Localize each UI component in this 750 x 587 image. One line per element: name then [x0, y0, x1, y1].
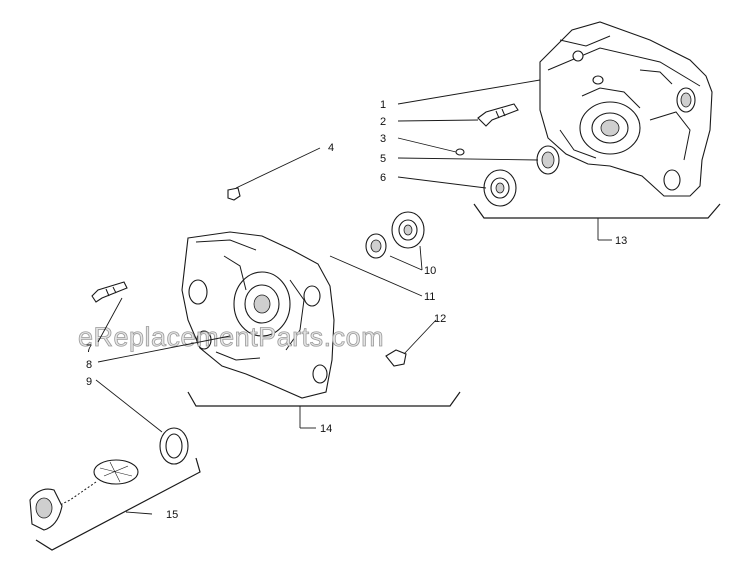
ring-part-9 [159, 427, 189, 465]
callout-15: 15 [166, 509, 178, 521]
right-crankcase-half [539, 21, 713, 197]
bracket-13 [473, 203, 721, 219]
leader-lines [95, 79, 612, 515]
callout-12: 12 [434, 313, 446, 325]
bearing-part-6 [483, 169, 517, 207]
watermark: eReplacementParts.com [78, 322, 384, 352]
pin-part-3 [455, 148, 465, 156]
bracket-14 [187, 391, 461, 407]
seal-part-11 [365, 233, 387, 259]
seal-part-5 [536, 145, 560, 175]
callout-10: 10 [424, 265, 436, 277]
callout-2: 2 [380, 116, 386, 128]
callout-13: 13 [615, 235, 627, 247]
left-crankcase-half [181, 231, 335, 399]
callout-14: 14 [320, 423, 332, 435]
bracket-15 [35, 457, 201, 551]
callout-labels: 1 2 3 5 6 13 4 10 11 12 7 8 9 14 15 [86, 99, 627, 521]
callout-5: 5 [380, 153, 386, 165]
callout-11: 11 [424, 291, 435, 303]
bolt-part-7 [91, 281, 128, 303]
screw-part-2 [477, 103, 519, 127]
callout-9: 9 [86, 376, 92, 388]
cap-assembly-part-15 [29, 459, 139, 531]
callout-4: 4 [328, 142, 334, 154]
callout-7: 7 [86, 343, 92, 355]
bearing-part-10 [391, 211, 425, 249]
callout-6: 6 [380, 172, 386, 184]
callout-1: 1 [380, 99, 386, 111]
callout-3: 3 [380, 133, 386, 145]
callout-8: 8 [86, 359, 92, 371]
fitting-part-12 [385, 349, 407, 367]
plug-part-4 [227, 187, 241, 201]
